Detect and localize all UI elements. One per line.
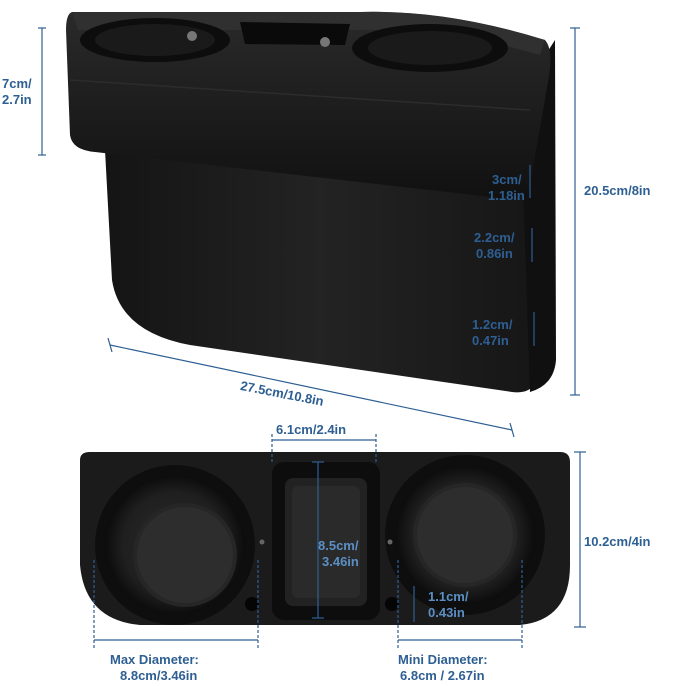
bottom-product-view (80, 452, 570, 625)
depth-c-in-label: 0.47in (472, 333, 509, 348)
mini-diameter-value: 6.8cm / 2.67in (400, 668, 485, 683)
height-left-cm-label: 7cm/ (2, 76, 32, 91)
slot-length-in-label: 3.46in (322, 554, 359, 569)
slot-length-cm-label: 8.5cm/ (318, 538, 359, 553)
pocket-body (100, 150, 540, 393)
width-label: 10.2cm/4in (584, 534, 651, 549)
total-height-label: 20.5cm/8in (584, 183, 651, 198)
depth-b-cm-label: 2.2cm/ (474, 230, 515, 245)
hole-in-label: 0.43in (428, 605, 465, 620)
max-diameter-value: 8.8cm/3.46in (120, 668, 198, 683)
hole-cm-label: 1.1cm/ (428, 589, 469, 604)
max-diameter-title: Max Diameter: (110, 652, 199, 667)
depth-b-in-label: 0.86in (476, 246, 513, 261)
left-mount-hole (245, 597, 259, 611)
top-dimension-lines (38, 27, 580, 438)
bottom-dimension-lines (93, 434, 586, 650)
top-product-view (66, 11, 556, 393)
right-mount-hole (385, 597, 399, 611)
height-left-in-label: 2.7in (2, 92, 32, 107)
slot-width-label: 6.1cm/2.4in (276, 422, 347, 437)
depth-c-cm-label: 1.2cm/ (472, 317, 513, 332)
center-slot (240, 22, 350, 45)
depth-a-cm-label: 3cm/ (492, 172, 522, 187)
depth-a-in-label: 1.18in (488, 188, 525, 203)
mini-diameter-title: Mini Diameter: (398, 652, 488, 667)
